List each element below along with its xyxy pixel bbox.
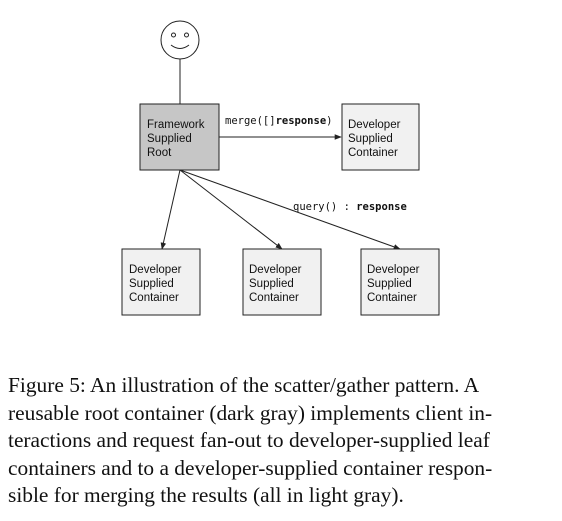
leaf-container-2-box [242,248,322,316]
merge-container-label-line-2: Supplied [348,133,393,145]
caption-line-5: sible for merging the results (all in li… [8,483,404,507]
caption-line-2: reusable root container (dark gray) impl… [8,400,493,425]
leaf-2-label-line-2: Supplied [249,278,294,290]
merge-container-label-line-3: Container [348,147,398,159]
query-label-bold: response [356,201,407,213]
merge-container-box [341,103,420,171]
smiley-left-eye [171,32,176,38]
leaf-1-label-line-2: Supplied [129,278,174,290]
merge-label-bold: response [276,115,327,127]
caption-line-4: containers and to a developer-supplied c… [8,455,493,480]
query-edge-label: query() : response [293,201,407,213]
fanout-edge-1 [160,169,181,250]
root-box [139,103,220,171]
fanout-edge-3 [179,169,401,250]
caption-line-1: Figure 5: An illustration of the scatter… [8,373,480,397]
root-label-line-3: Root [147,147,172,159]
root-label-line-2: Supplied [147,133,192,145]
leaf-container-1-box [121,248,201,316]
merge-label-close: ) [326,115,332,127]
smiley-face-icon [160,20,200,60]
smiley-mouth [170,44,190,49]
leaf-2-label-line-3: Container [249,292,299,304]
figure-caption: Figure 5: An illustration of the scatter… [8,372,552,510]
merge-edge-label: merge([]response) [225,115,332,127]
root-label-line-1: Framework [147,119,205,131]
leaf-1-label-line-3: Container [129,292,179,304]
leaf-3-label-line-3: Container [367,292,417,304]
merge-container-label-line-1: Developer [348,119,401,131]
merge-label-plain: merge([] [225,115,276,127]
leaf-container-3-box [360,248,440,316]
leaf-2-label-line-1: Developer [249,264,302,276]
smiley-right-eye [184,32,189,38]
leaf-1-label-line-1: Developer [129,264,182,276]
leaf-3-label-line-2: Supplied [367,278,412,290]
actor [160,20,200,60]
leaf-3-label-line-1: Developer [367,264,420,276]
caption-line-3: teractions and request fan-out to develo… [8,428,490,452]
query-label-plain: query() : [293,201,356,213]
fanout-edge-2 [179,169,283,250]
